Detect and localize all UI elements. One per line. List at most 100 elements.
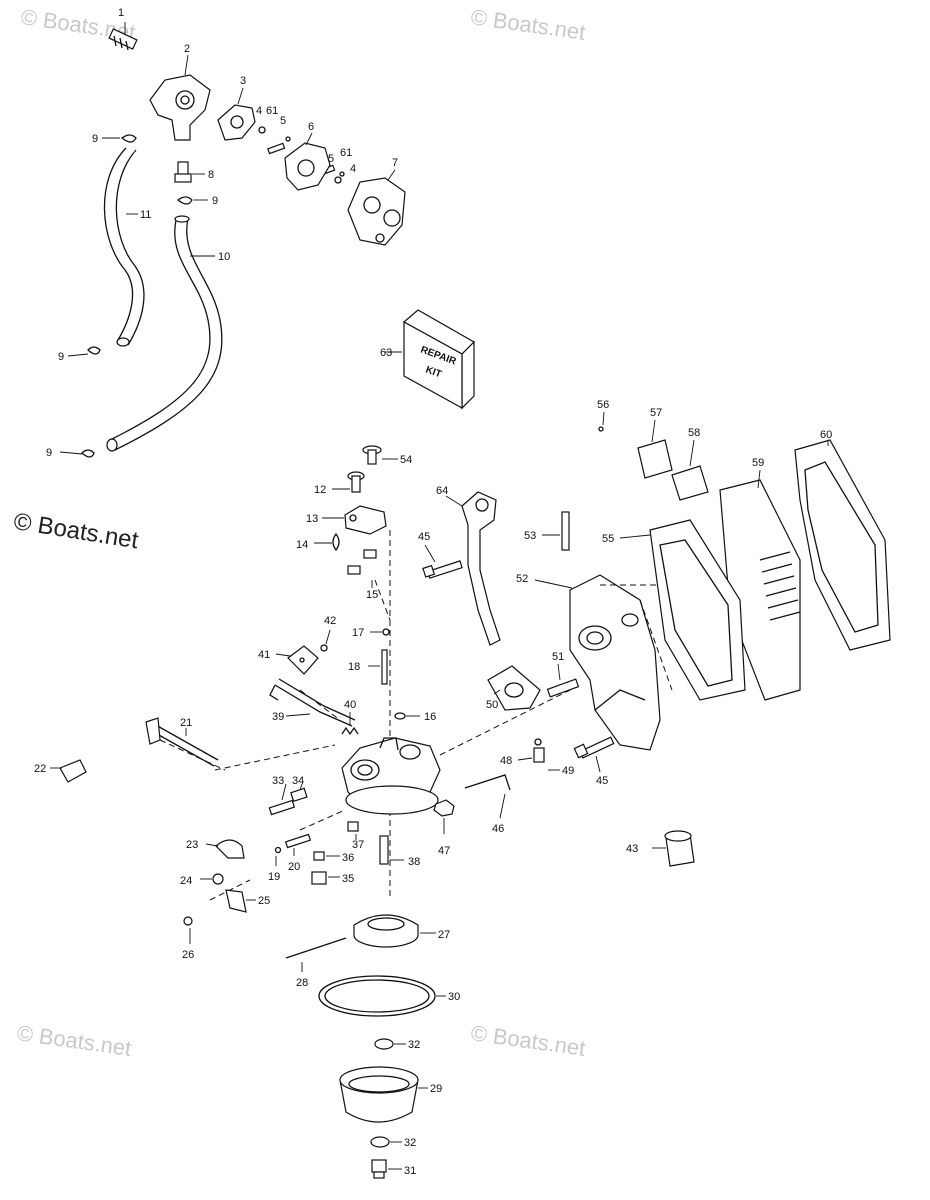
callout-13: 13: [306, 513, 318, 525]
callout-1: 1: [118, 7, 124, 19]
callout-8: 8: [208, 169, 214, 181]
pump-gasket-part-3: [217, 87, 256, 141]
drain-screw-part-31: [371, 1159, 402, 1179]
ball-part-19: [274, 846, 282, 854]
fuel-pump-group: [59, 22, 406, 458]
part-callout-labels: 1 2 3 4 61 5 6 61 5 4 7 8 9 9 9 9 10 11 …: [34, 7, 832, 1177]
pin-part-53: [561, 511, 570, 551]
ball-part-17: [382, 628, 390, 636]
pin-part-49: [534, 738, 542, 746]
lever-part-25: [225, 889, 256, 913]
callout-50: 50: [486, 699, 498, 711]
repair-kit-label-line2: KIT: [424, 364, 443, 380]
clip-part-14: [332, 532, 340, 552]
callout-61-lower: 61: [340, 147, 352, 159]
flange-gasket-part-50: [487, 665, 541, 711]
screw-part-42: [320, 644, 328, 652]
watermark-bottom-left: © Boats.net: [15, 1020, 133, 1061]
callout-7: 7: [392, 157, 398, 169]
callout-59: 59: [752, 457, 764, 469]
callout-11: 11: [140, 209, 151, 221]
callout-9-a: 9: [92, 133, 98, 145]
callout-39: 39: [272, 711, 284, 723]
shaft-part-39: [269, 678, 356, 727]
jet-part-38: [379, 835, 404, 865]
callout-32-upper: 32: [408, 1039, 420, 1051]
gasket-part-60: [794, 439, 891, 651]
callout-53: 53: [524, 530, 536, 542]
callout-9-b: 9: [212, 195, 218, 207]
callout-42: 42: [324, 615, 336, 627]
callout-55: 55: [602, 533, 614, 545]
cam-part-23: [205, 839, 245, 859]
fuel-hose-part-11: [103, 147, 145, 347]
callout-23: 23: [186, 839, 198, 851]
callout-3: 3: [240, 75, 246, 87]
callout-31: 31: [404, 1165, 416, 1177]
intake-reed-group: [422, 411, 891, 867]
callout-56: 56: [597, 399, 609, 411]
lever-part-22: [50, 759, 87, 783]
callout-6: 6: [308, 121, 314, 133]
gasket-part-55: [649, 519, 746, 701]
spring-part-36: [313, 851, 340, 861]
callout-16: 16: [424, 711, 436, 723]
watermark-bottom-center: © Boats.net: [469, 1020, 587, 1061]
spring-part-48: [533, 747, 545, 763]
bolt-part-45-lower: [573, 736, 615, 773]
callout-63: 63: [380, 347, 392, 359]
callout-57: 57: [650, 407, 662, 419]
callout-9-c: 9: [58, 351, 64, 363]
blocks-part-15: [347, 549, 377, 588]
fitting-part-51: [546, 663, 580, 698]
repair-kit-box-part-63: REPAIR KIT: [385, 309, 475, 410]
callout-24: 24: [180, 875, 192, 887]
callout-45-lower: 45: [596, 775, 608, 787]
callout-47: 47: [438, 845, 450, 857]
callout-64: 64: [436, 485, 448, 497]
pump-base-part-7: [347, 169, 406, 246]
pump-cover-part-2: [149, 54, 211, 141]
callout-61-upper: 61: [266, 105, 278, 117]
callout-22: 22: [34, 763, 46, 775]
callout-54: 54: [400, 454, 412, 466]
screw-part-33: [268, 783, 296, 816]
fitting-part-8: [174, 161, 205, 183]
reed-stop-part-57: [637, 439, 673, 479]
washer-part-32-upper: [374, 1038, 406, 1050]
callout-29: 29: [430, 1083, 442, 1095]
callout-51: 51: [552, 651, 564, 663]
callout-18: 18: [348, 661, 360, 673]
callout-19: 19: [268, 871, 280, 883]
callout-9-d: 9: [46, 447, 52, 459]
callout-4-lower: 4: [350, 163, 356, 175]
fuel-hose-part-10: [106, 215, 223, 452]
callout-34: 34: [292, 775, 304, 787]
callout-45-upper: 45: [418, 531, 430, 543]
pump-body-part-6: [284, 132, 331, 191]
callout-27: 27: [438, 929, 450, 941]
screw-part-54: [362, 445, 398, 465]
callout-14: 14: [296, 539, 308, 551]
fitting-part-1: [108, 22, 138, 51]
callout-17: 17: [352, 627, 364, 639]
callout-37: 37: [352, 839, 364, 851]
hose-clamps-part-9: [59, 134, 208, 458]
callout-43: 43: [626, 843, 638, 855]
callout-48: 48: [500, 755, 512, 767]
callout-5-upper: 5: [280, 115, 286, 127]
callout-5-lower: 5: [328, 153, 334, 165]
bracket-part-64: [461, 491, 501, 646]
callout-41: 41: [258, 649, 270, 661]
carburetor-lower-parts: [183, 783, 455, 1179]
nut-part-47: [433, 799, 455, 834]
plug-part-43: [652, 830, 695, 867]
carburetor-top-parts: [50, 445, 420, 783]
jet-part-35: [311, 871, 340, 885]
callout-4-upper: 4: [256, 105, 262, 117]
callout-10: 10: [218, 251, 230, 263]
float-bowl-part-29: [339, 1066, 428, 1123]
callout-35: 35: [342, 873, 354, 885]
needle-part-20: [284, 833, 312, 856]
callout-38: 38: [408, 856, 420, 868]
